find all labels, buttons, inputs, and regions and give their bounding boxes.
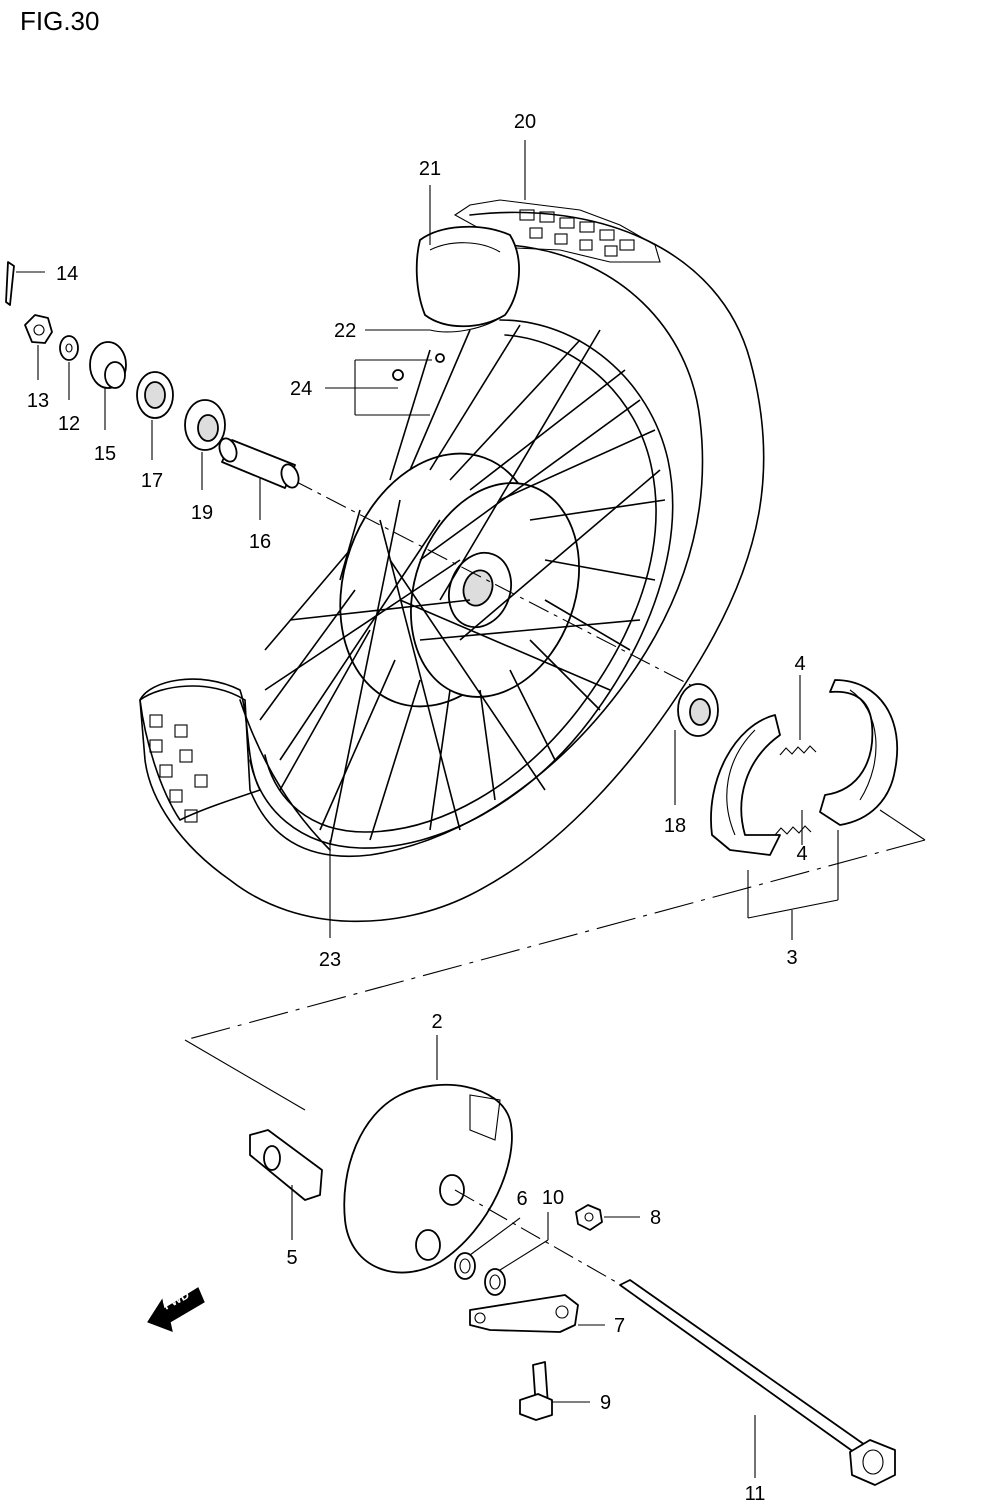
brake-cam-lever [469, 1294, 605, 1333]
inner-tube-section [415, 225, 520, 328]
part-label-4a: 4 [794, 653, 805, 675]
speedometer-gearbox [249, 1129, 323, 1240]
rim-inner [264, 334, 657, 833]
part-label-22: 22 [334, 320, 356, 342]
part-label-13: 13 [27, 390, 49, 412]
axle-shaft [619, 1279, 896, 1486]
tire-tread-top [453, 199, 661, 263]
brake-spring-lower [774, 825, 812, 836]
part-label-14: 14 [56, 263, 78, 285]
brake-shoe-rear-lining [849, 689, 877, 801]
tire-inner-edge [244, 244, 704, 857]
part-label-18: 18 [664, 815, 686, 837]
axle-centerline-lower [454, 1189, 631, 1291]
tire-outline [139, 211, 765, 923]
part-label-5: 5 [286, 1247, 297, 1269]
part-label-7: 7 [614, 1315, 625, 1337]
part-label-17: 17 [141, 470, 163, 492]
brake-panel-boss [439, 1174, 465, 1206]
spoke-set-leader [325, 353, 445, 416]
part-label-10: 10 [542, 1187, 564, 1209]
hub-bore [462, 569, 494, 607]
wheel-assembly [139, 199, 926, 1111]
axle-centerline-upper [224, 444, 701, 691]
brake-shoe-front-lining [726, 729, 756, 836]
hub-spacer [89, 341, 127, 430]
part-label-23: 23 [319, 949, 341, 971]
brake-shoe-front [710, 714, 781, 856]
part-label-3: 3 [786, 947, 797, 969]
brake-panel-assembly [343, 1035, 631, 1291]
part-label-4b: 4 [796, 843, 807, 865]
part-label-2: 2 [431, 1011, 442, 1033]
part-label-6: 6 [516, 1188, 527, 1210]
cam-lever-bolt [519, 1361, 590, 1421]
castle-nut [24, 314, 53, 380]
cotter-pin [5, 261, 45, 306]
part-label-21: 21 [419, 158, 441, 180]
wheel-leader-lines [329, 140, 676, 938]
part-label-11: 11 [745, 1483, 766, 1505]
washer [59, 335, 79, 400]
wheel-bearing-left [184, 399, 226, 490]
rim-outer [249, 319, 674, 849]
part-label-9: 9 [600, 1392, 611, 1414]
part-label-12: 12 [58, 413, 80, 435]
tread-blocks-top [519, 209, 635, 257]
spacer-tube [218, 437, 300, 520]
rim-tape [429, 317, 501, 333]
brake-spring-upper [779, 745, 817, 756]
oil-seal [136, 371, 174, 460]
assembly-divider-c [184, 1039, 306, 1111]
brake-shoe-bracket [747, 675, 839, 940]
figure-title: FIG.30 [20, 6, 99, 36]
part-label-20: 20 [514, 111, 536, 133]
tube-inner-line [429, 242, 501, 253]
rim-left-flange [239, 699, 331, 851]
part-label-24: 24 [290, 378, 312, 400]
brake-panel-arm [469, 1094, 501, 1141]
part-label-8: 8 [650, 1207, 661, 1229]
spokes [259, 324, 666, 846]
assembly-divider-a [879, 809, 926, 841]
wheel-bearing-right [677, 683, 719, 737]
o-ring [454, 1217, 521, 1280]
assembly-divider-b [184, 839, 926, 1041]
brake-shoe-set [710, 675, 899, 940]
tread-blocks-bottom [149, 714, 208, 823]
brake-cam-boss [415, 1229, 441, 1261]
brake-shoe-rear [819, 679, 899, 826]
tire-section-bottom [139, 678, 261, 821]
forward-direction-arrow: FWD [147, 1287, 205, 1332]
cam-washer [484, 1212, 549, 1296]
cam-lever-nut [575, 1204, 640, 1231]
part-label-16: 16 [249, 531, 271, 553]
part-label-15: 15 [94, 443, 116, 465]
part-label-19: 19 [191, 502, 213, 524]
